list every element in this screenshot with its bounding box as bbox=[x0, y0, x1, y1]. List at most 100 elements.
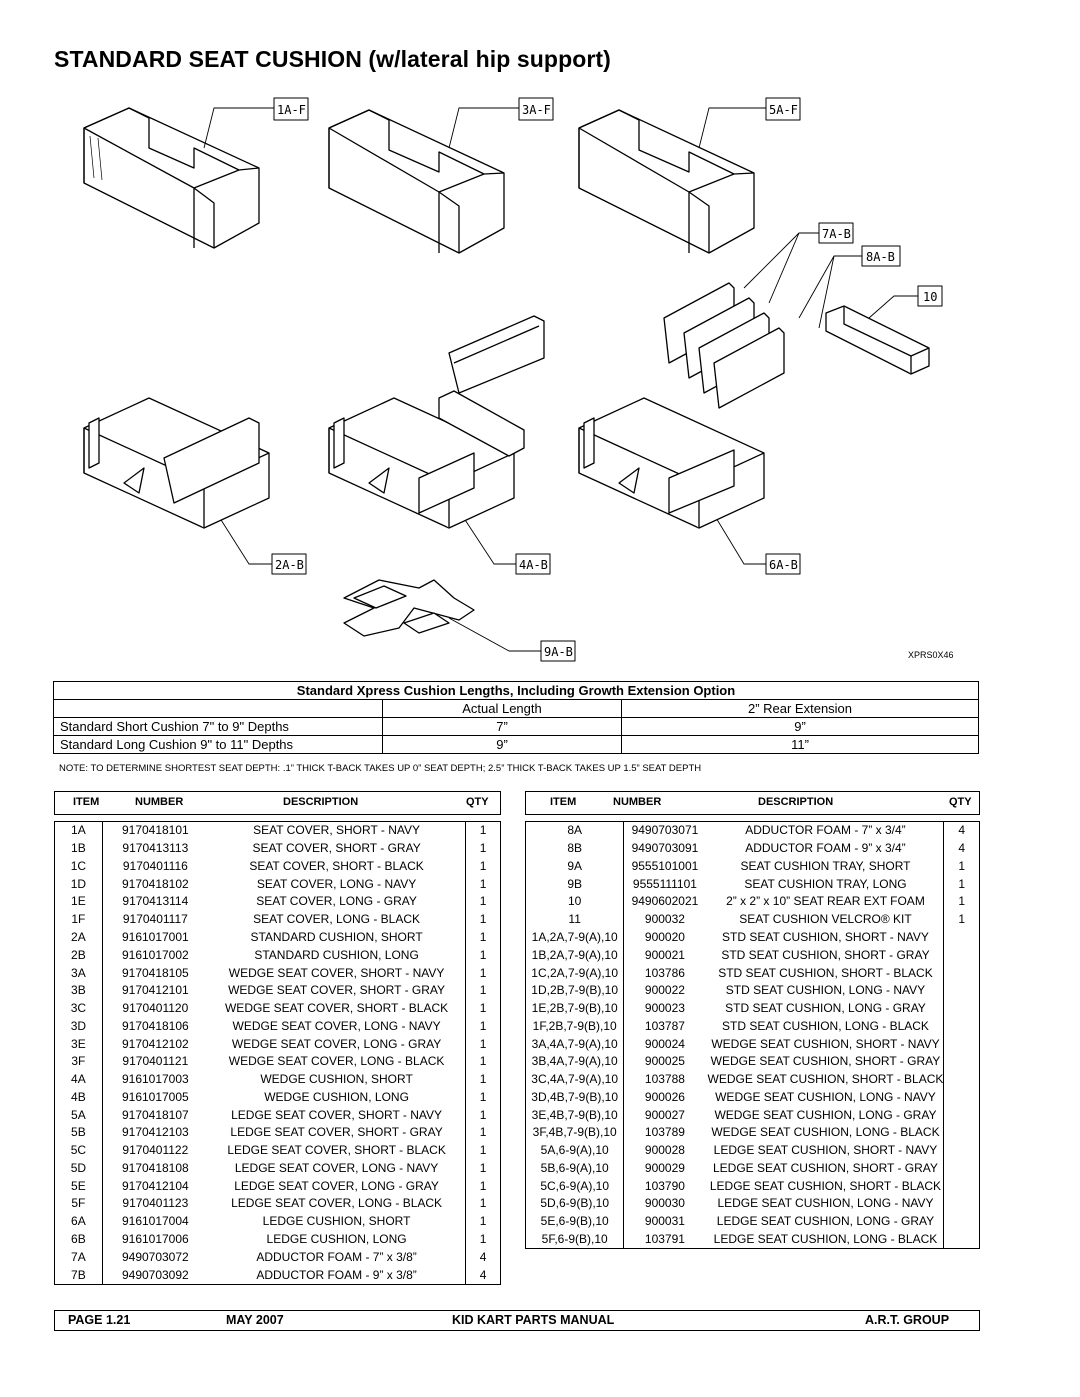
seat-cushion-tray-illustration bbox=[343, 579, 475, 637]
part-description: WEDGE SEAT CUSHION, LONG - BLACK bbox=[705, 1124, 945, 1142]
part-number: 900031 bbox=[623, 1212, 706, 1231]
part-description: SEAT COVER, SHORT - BLACK bbox=[207, 857, 467, 876]
part-item: 3D bbox=[54, 1017, 103, 1036]
part-number: 9170401121 bbox=[122, 1054, 189, 1069]
part-number: 103788 bbox=[623, 1070, 706, 1089]
part-description: LEDGE SEAT COVER, LONG - BLACK bbox=[207, 1195, 467, 1213]
part-description: WEDGE SEAT COVER, LONG - BLACK bbox=[207, 1052, 467, 1071]
part-number: 103790 bbox=[623, 1177, 706, 1196]
part-item: 3C,4A,7-9(A),10 bbox=[525, 1070, 625, 1089]
part-description: LEDGE SEAT COVER, SHORT - NAVY bbox=[207, 1106, 467, 1125]
exploded-parts-drawing: 1A-F 3A-F 5A-F 7A-B 8A-B 10 2A-B 4A-B 6A… bbox=[83, 97, 943, 662]
part-item: 1F bbox=[54, 910, 103, 929]
part-number: 9170418105 bbox=[102, 964, 208, 982]
part-item: 2B bbox=[54, 946, 103, 965]
part-description: LEDGE SEAT CUSHION, SHORT - GRAY bbox=[705, 1159, 945, 1178]
part-description: WEDGE SEAT COVER, LONG - GRAY bbox=[207, 1035, 467, 1053]
callout-6a-b: 6A-B bbox=[769, 558, 798, 572]
part-description: ADDUCTOR FOAM - 7” x 3/4” bbox=[705, 821, 945, 840]
part-qty bbox=[943, 999, 980, 1018]
part-description: STD SEAT CUSHION, SHORT - GRAY bbox=[705, 946, 945, 965]
part-item: 7B bbox=[54, 1266, 103, 1285]
part-description: SEAT CUSHION TRAY, LONG bbox=[705, 875, 945, 894]
part-item: 5D bbox=[54, 1159, 103, 1178]
callout-10: 10 bbox=[923, 290, 937, 304]
part-item: 3A bbox=[54, 964, 103, 982]
part-number: 900028 bbox=[623, 1141, 706, 1160]
part-description: WEDGE CUSHION, SHORT bbox=[207, 1070, 467, 1089]
header-description: DESCRIPTION bbox=[283, 796, 359, 808]
part-qty: 4 bbox=[465, 1248, 501, 1267]
part-item: 4B bbox=[54, 1088, 103, 1107]
footer-company: A.R.T. GROUP bbox=[865, 1313, 950, 1327]
part-item: 9A bbox=[525, 857, 625, 876]
part-qty bbox=[943, 1177, 980, 1196]
part-number: 900024 bbox=[623, 1035, 706, 1053]
part-qty: 1 bbox=[479, 1196, 487, 1211]
lengths-row-label: Standard Short Cushion 7" to 9" Depths bbox=[53, 717, 383, 736]
part-number: 9490703091 bbox=[631, 841, 699, 856]
part-description: STD SEAT CUSHION, SHORT - NAVY bbox=[705, 928, 945, 947]
part-description: SEAT COVER, SHORT - NAVY bbox=[207, 821, 467, 840]
footer-page: PAGE 1.21 bbox=[68, 1313, 131, 1327]
part-qty bbox=[944, 1160, 980, 1178]
part-item: 3B,4A,7-9(A),10 bbox=[525, 1052, 625, 1071]
header-item: ITEM bbox=[550, 796, 577, 808]
table-row: 5F 9170401123 LEDGE SEAT COVER, LONG - BLA… bbox=[54, 1195, 501, 1213]
part-description: LEDGE SEAT COVER, SHORT - GRAY bbox=[207, 1124, 467, 1142]
part-qty: 1 bbox=[465, 1141, 501, 1160]
part-description: WEDGE SEAT COVER, SHORT - NAVY bbox=[207, 964, 467, 982]
callout-8a-b: 8A-B bbox=[866, 250, 895, 264]
header-number: NUMBER bbox=[135, 796, 184, 808]
part-number: 900022 bbox=[644, 983, 685, 998]
lengths-row-extension: 9” bbox=[621, 717, 979, 736]
part-qty bbox=[943, 1070, 980, 1089]
part-qty: 1 bbox=[465, 964, 501, 982]
part-description: LEDGE SEAT COVER, LONG - GRAY bbox=[207, 1177, 467, 1196]
part-description: WEDGE SEAT CUSHION, SHORT - BLACK bbox=[705, 1070, 945, 1089]
part-number: 9170401123 bbox=[122, 1196, 189, 1211]
depth-note: NOTE: TO DETERMINE SHORTEST SEAT DEPTH: … bbox=[59, 763, 702, 774]
part-item: 5F bbox=[54, 1195, 103, 1213]
part-number: 9555111101 bbox=[632, 876, 697, 891]
part-qty: 1 bbox=[479, 1231, 487, 1246]
standard-cushion-illustration bbox=[83, 397, 270, 529]
part-qty: 1 bbox=[479, 1160, 487, 1175]
part-qty bbox=[944, 946, 980, 964]
part-qty: 1 bbox=[465, 1177, 501, 1196]
lengths-row-label: Standard Long Cushion 9" to 11" Depths bbox=[53, 735, 383, 754]
part-qty bbox=[943, 1035, 980, 1053]
lengths-table-title: Standard Xpress Cushion Lengths, Includi… bbox=[53, 681, 979, 700]
part-description: SEAT COVER, LONG - NAVY bbox=[207, 875, 467, 894]
part-item: 1B bbox=[54, 839, 103, 858]
part-item: 5B,6-9(A),10 bbox=[525, 1159, 625, 1178]
part-item: 1A,2A,7-9(A),10 bbox=[525, 928, 625, 947]
part-description: LEDGE CUSHION, SHORT bbox=[207, 1212, 467, 1231]
part-description: WEDGE CUSHION, LONG bbox=[207, 1088, 467, 1107]
part-number: 103787 bbox=[644, 1018, 685, 1033]
lengths-row-actual: 7” bbox=[382, 717, 622, 736]
